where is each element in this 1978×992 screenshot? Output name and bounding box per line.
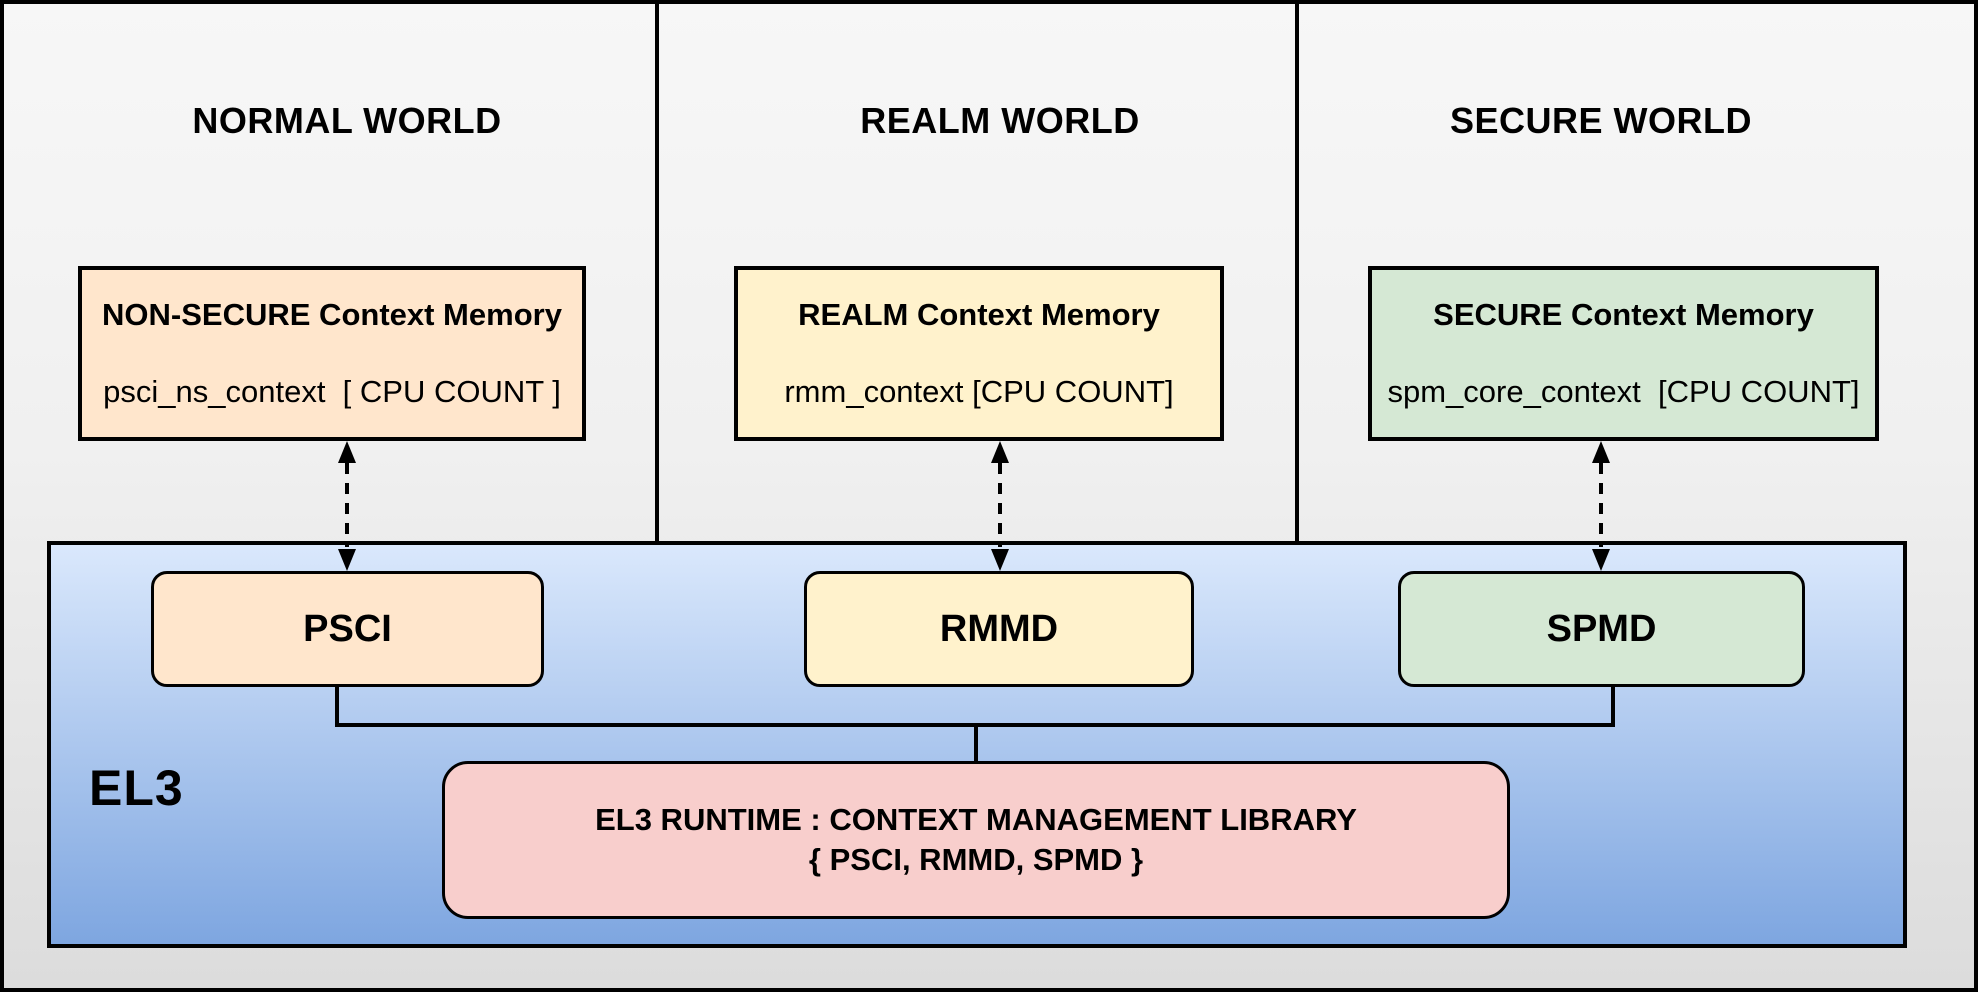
- spm-core-context-instance: spm_core_context [CPU COUNT]: [1387, 374, 1860, 409]
- connector-bus-to-runtime: [974, 726, 978, 764]
- runtime-library-subtitle: { PSCI, RMMD, SPMD }: [808, 842, 1144, 877]
- arrow-down-icon: [338, 549, 356, 571]
- realm-context-memory-box: REALM Context Memory rmm_context [CPU CO…: [734, 266, 1224, 441]
- arrow-down-icon: [1592, 549, 1610, 571]
- spmd-module-label: SPMD: [1546, 607, 1657, 650]
- connector-spmd-to-bus: [1611, 687, 1615, 727]
- secure-context-memory-title: SECURE Context Memory: [1433, 297, 1814, 332]
- secure-context-memory-box: SECURE Context Memory spm_core_context […: [1368, 266, 1879, 441]
- realm-world-title: REALM WORLD: [860, 100, 1140, 141]
- realm-context-memory-title: REALM Context Memory: [798, 297, 1160, 332]
- panel-divider-realm-secure: [1295, 4, 1299, 541]
- connector-psci-to-bus: [335, 687, 339, 727]
- el3-runtime-library-box: EL3 RUNTIME : CONTEXT MANAGEMENT LIBRARY…: [442, 761, 1510, 919]
- arrow-down-icon: [991, 549, 1009, 571]
- non-secure-context-memory-box: NON-SECURE Context Memory psci_ns_contex…: [78, 266, 586, 441]
- panel-divider-normal-realm: [655, 4, 659, 541]
- psci-module-label: PSCI: [303, 607, 392, 650]
- secure-world-title: SECURE WORLD: [1450, 100, 1752, 141]
- rmmd-module-label: RMMD: [939, 607, 1059, 650]
- psci-module-box: PSCI: [151, 571, 544, 687]
- rmm-context-instance: rmm_context [CPU COUNT]: [784, 374, 1174, 409]
- rmmd-module-box: RMMD: [804, 571, 1194, 687]
- spmd-module-box: SPMD: [1398, 571, 1805, 687]
- connector-horizontal-bus: [335, 723, 1615, 727]
- non-secure-context-memory-title: NON-SECURE Context Memory: [102, 297, 562, 332]
- arrow-up-icon: [338, 441, 356, 463]
- dashed-line: [998, 463, 1002, 547]
- arrow-up-icon: [1592, 441, 1610, 463]
- normal-world-title: NORMAL WORLD: [192, 100, 502, 141]
- arrow-up-icon: [991, 441, 1009, 463]
- dashed-line: [1599, 463, 1603, 547]
- psci-ns-context-instance: psci_ns_context [ CPU COUNT ]: [103, 374, 561, 409]
- el3-label: EL3: [89, 760, 184, 816]
- runtime-library-title: EL3 RUNTIME : CONTEXT MANAGEMENT LIBRARY: [595, 802, 1357, 837]
- dashed-line: [345, 463, 349, 547]
